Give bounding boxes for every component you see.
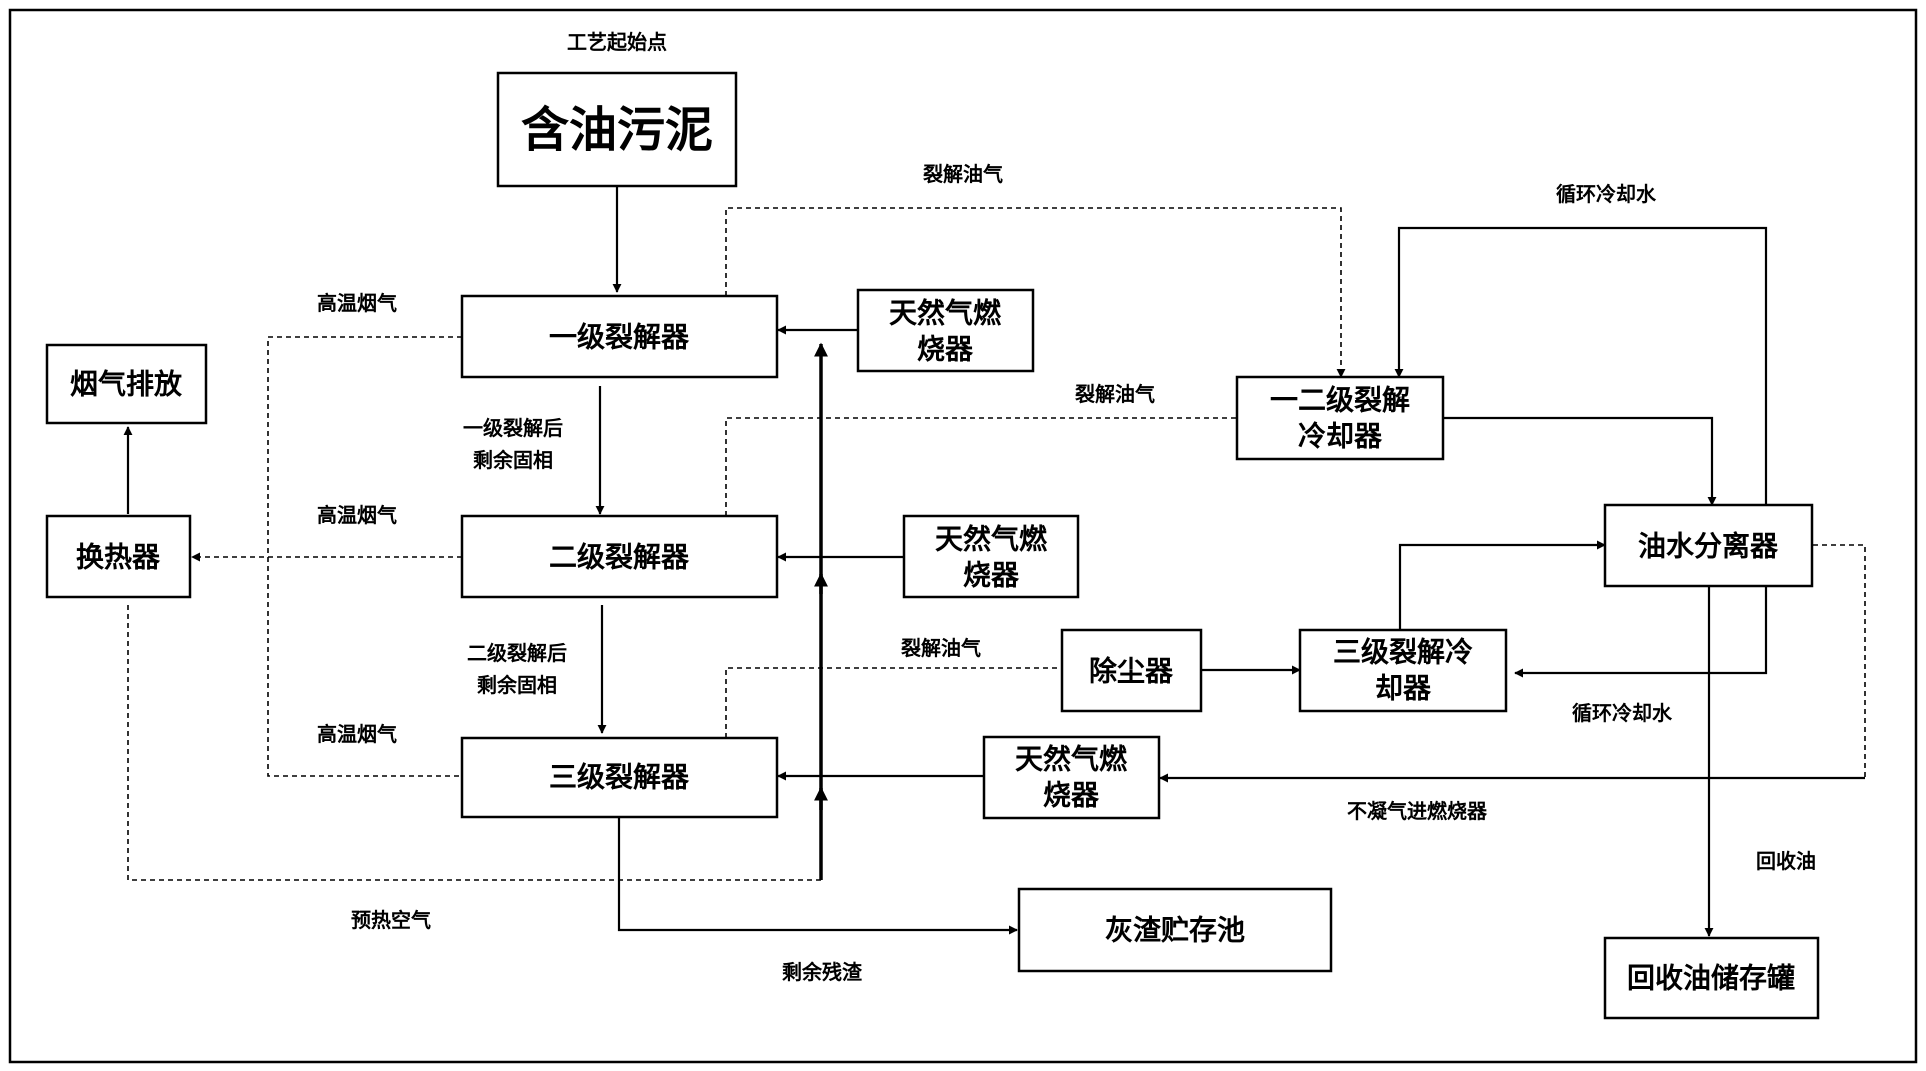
label-cracked-gas-3: 裂解油气 (901, 636, 981, 660)
flow-cooler3-to-separator (1398, 540, 1606, 630)
node-burner1: 天然气燃 烧器 (856, 288, 1035, 373)
node-dust-remover-label: 除尘器 (1089, 655, 1174, 688)
outer-frame (8, 8, 1918, 1064)
node-cooler3-label-1: 三级裂解冷 (1333, 636, 1473, 669)
node-burner1-label-2: 烧器 (917, 333, 974, 366)
node-cracker2: 二级裂解器 (460, 514, 779, 599)
flow-flue-gas-cracker1 (267, 336, 462, 777)
label-preheated-air: 预热空气 (351, 908, 431, 932)
node-flue-exhaust: 烟气排放 (45, 343, 208, 425)
node-oil-tank: 回收油储存罐 (1603, 936, 1820, 1020)
node-burner2-label-2: 烧器 (963, 559, 1020, 592)
label-cracked-gas-2: 裂解油气 (1075, 382, 1155, 406)
node-separator-label: 油水分离器 (1638, 530, 1779, 563)
node-cooler3-label-2: 却器 (1375, 672, 1432, 705)
label-residue-2-line-1: 二级裂解后 (467, 641, 567, 665)
label-residue-1-line-1: 一级裂解后 (463, 416, 563, 440)
flow-cracked-gas-3 (725, 667, 1062, 738)
flow-cracked-gas-1 (725, 207, 1346, 378)
node-sludge: 含油污泥 (496, 71, 738, 188)
node-dust-remover: 除尘器 (1060, 628, 1203, 713)
label-flue-gas-1: 高温烟气 (317, 291, 397, 315)
flow-noncondensable-gas (1813, 544, 1866, 778)
node-ash-pool: 灰渣贮存池 (1017, 887, 1333, 973)
node-oil-tank-label: 回收油储存罐 (1627, 962, 1795, 995)
flow-heat-exchanger-preheated-air (127, 605, 821, 881)
label-start-point: 工艺起始点 (567, 30, 667, 54)
node-sludge-label: 含油污泥 (521, 102, 713, 158)
node-ash-pool-label: 灰渣贮存池 (1105, 914, 1245, 947)
node-flue-exhaust-label: 烟气排放 (70, 368, 183, 401)
flow-cooler12-to-separator (1444, 416, 1717, 506)
node-heat-exchanger: 换热器 (45, 514, 192, 599)
node-cooler12-label-1: 一二级裂解 (1270, 384, 1410, 417)
flow-cooling-water-2 (1514, 586, 1768, 678)
label-cooling-water-1: 循环冷却水 (1556, 182, 1657, 206)
node-cracker3: 三级裂解器 (460, 736, 779, 819)
node-cracker3-label: 三级裂解器 (549, 761, 690, 794)
label-recovered-oil: 回收油 (1756, 849, 1816, 873)
label-noncondensable-gas: 不凝气进燃烧器 (1347, 799, 1488, 823)
label-remaining-residue: 剩余残渣 (782, 960, 863, 984)
node-cracker2-label: 二级裂解器 (549, 541, 690, 574)
flow-cooling-water-1 (1394, 226, 1768, 505)
label-cooling-water-2: 循环冷却水 (1572, 701, 1673, 725)
label-cracked-gas-1: 裂解油气 (923, 162, 1003, 186)
node-burner3: 天然气燃 烧器 (982, 735, 1161, 820)
node-burner2: 天然气燃 烧器 (902, 514, 1080, 599)
node-burner2-label-1: 天然气燃 (935, 523, 1048, 556)
node-cracker1-label: 一级裂解器 (549, 321, 690, 354)
node-separator: 油水分离器 (1603, 503, 1814, 588)
node-cracker1: 一级裂解器 (460, 294, 779, 379)
node-heat-exchanger-label: 换热器 (76, 541, 161, 574)
node-cooler12: 一二级裂解 冷却器 (1235, 375, 1445, 461)
node-burner1-label-1: 天然气燃 (889, 297, 1002, 330)
node-cooler12-label-2: 冷却器 (1298, 420, 1383, 453)
flow-cracked-gas-2 (725, 417, 1237, 516)
node-cooler3: 三级裂解冷 却器 (1298, 628, 1508, 713)
label-flue-gas-2: 高温烟气 (317, 503, 397, 527)
node-burner3-label-2: 烧器 (1043, 779, 1100, 812)
label-flue-gas-3: 高温烟气 (317, 722, 397, 746)
flow-cracker3-to-ash-pool (617, 817, 1018, 935)
label-residue-1-line-2: 剩余固相 (473, 448, 553, 472)
label-residue-2-line-2: 剩余固相 (477, 673, 557, 697)
node-burner3-label-1: 天然气燃 (1015, 743, 1128, 776)
